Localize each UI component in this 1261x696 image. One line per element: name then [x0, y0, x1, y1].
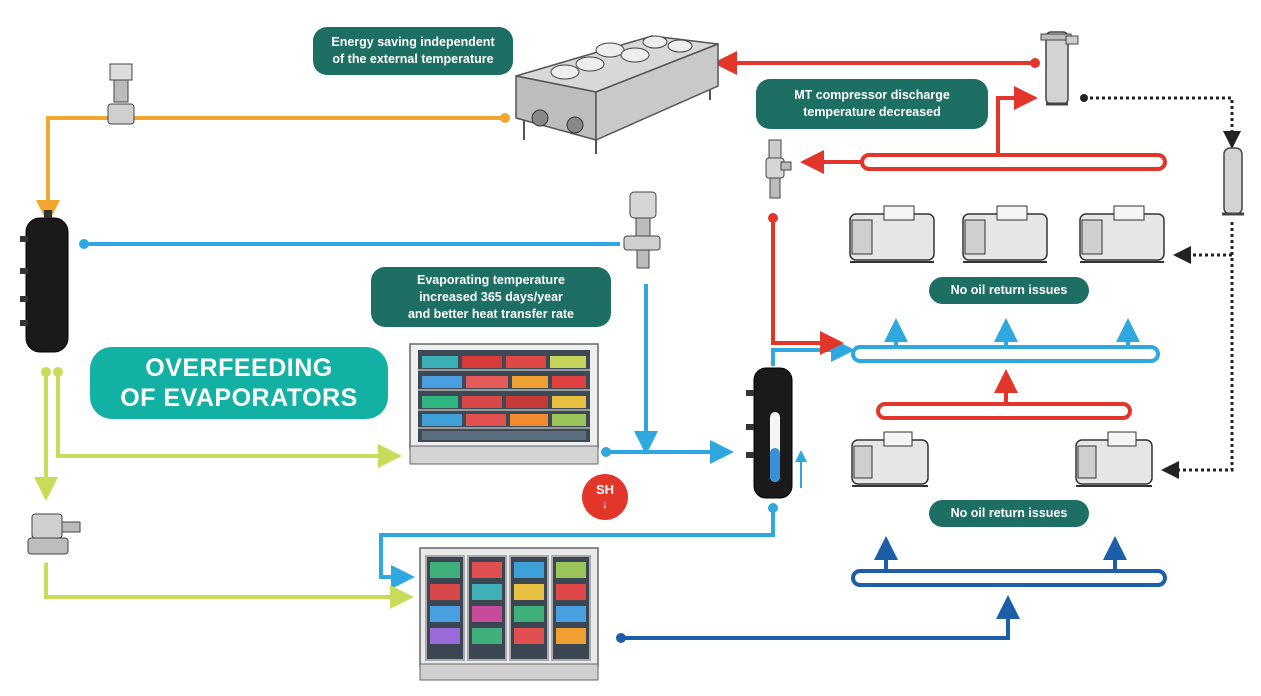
no-oil-return-callout-bottom: No oil return issues: [929, 500, 1089, 527]
oil-separator: [1040, 31, 1079, 106]
lt-compressor-1: [851, 431, 929, 487]
glass-door-freezer: [419, 547, 599, 681]
overfeeding-evaporators-badge: OVERFEEDING OF EVAPORATORS: [90, 347, 388, 419]
oil-dotted-line: [1080, 94, 1241, 479]
mt-compressor-1: [849, 205, 935, 263]
liquid-separator: [746, 367, 793, 499]
dark-blue-pipe: [616, 536, 1167, 643]
orange-pipe: [36, 113, 510, 224]
liquid-receiver: [20, 210, 69, 353]
open-display-case: [409, 343, 599, 465]
mt-compressor-3: [1079, 205, 1165, 263]
high-pressure-valve: [107, 63, 135, 125]
superheat-indicator: SH ↓: [582, 474, 628, 520]
mt-discharge-callout: MT compressor discharge temperature decr…: [756, 79, 988, 129]
arrow-down-icon: ↓: [602, 497, 608, 511]
red-pipe: [713, 51, 1167, 420]
expansion-valve: [623, 191, 661, 269]
no-oil-return-callout-top: No oil return issues: [929, 277, 1089, 304]
gas-cooler: [515, 35, 719, 154]
solenoid-valve: [27, 513, 81, 555]
mt-compressor-2: [962, 205, 1048, 263]
lt-compressor-2: [1075, 431, 1153, 487]
evaporating-temperature-callout: Evaporating temperature increased 365 da…: [371, 267, 611, 327]
red-line-valve: [765, 139, 792, 199]
superheat-label: SH: [595, 482, 615, 497]
light-blue-pipe: [79, 239, 1160, 589]
oil-reservoir: [1222, 147, 1244, 216]
energy-saving-callout: Energy saving independent of the externa…: [313, 27, 513, 75]
green-yellow-pipe: [34, 367, 414, 609]
